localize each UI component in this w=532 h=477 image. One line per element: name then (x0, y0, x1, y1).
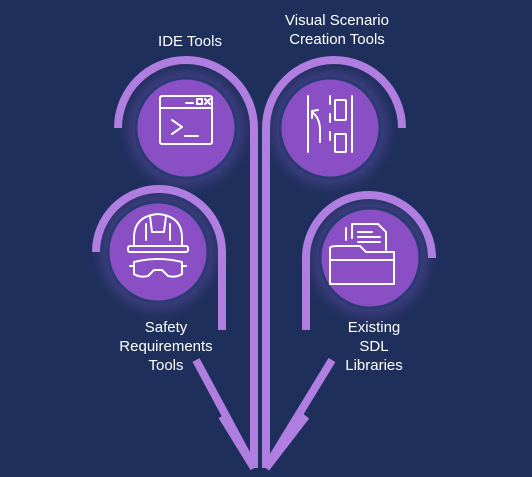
visual-arrow-path (262, 56, 406, 468)
visual-scenario-label-line-2: Creation Tools (289, 31, 385, 48)
existing-sdl-label: Existing SDL Libraries (324, 318, 424, 375)
safety-requirements-label-line-1: Safety (144, 319, 188, 336)
existing-sdl-label-line-1: Existing (347, 319, 401, 336)
visual-scenario-label-line-1: Visual Scenario (285, 12, 389, 29)
ide-arrow-path (114, 56, 258, 468)
folder-documents-icon (329, 223, 395, 285)
sdl-arrow-path (302, 191, 436, 330)
safety-requirements-label: Safety Requirements Tools (106, 318, 226, 375)
left-arrow-head (192, 358, 258, 471)
safety-arrow-path (92, 185, 226, 330)
ide-tools-label: IDE Tools (140, 32, 240, 51)
visual-circle (278, 76, 382, 180)
ide-circle (134, 76, 238, 180)
visual-scenario-label: Visual Scenario Creation Tools (272, 11, 402, 49)
arrow-heads (192, 357, 336, 471)
road-lane-change-icon (307, 95, 353, 153)
existing-sdl-label-line-2: SDL (359, 338, 389, 355)
safety-requirements-label-line-3: Tools (148, 357, 184, 374)
ide-tools-label-line: IDE Tools (158, 33, 222, 50)
safety-requirements-label-line-2: Requirements (119, 338, 213, 355)
arrow-bands (92, 56, 436, 468)
existing-sdl-label-line-3: Libraries (345, 357, 403, 374)
right-arrow-head (262, 357, 336, 471)
terminal-window-icon (159, 95, 213, 145)
hard-hat-goggles-icon (127, 213, 189, 278)
